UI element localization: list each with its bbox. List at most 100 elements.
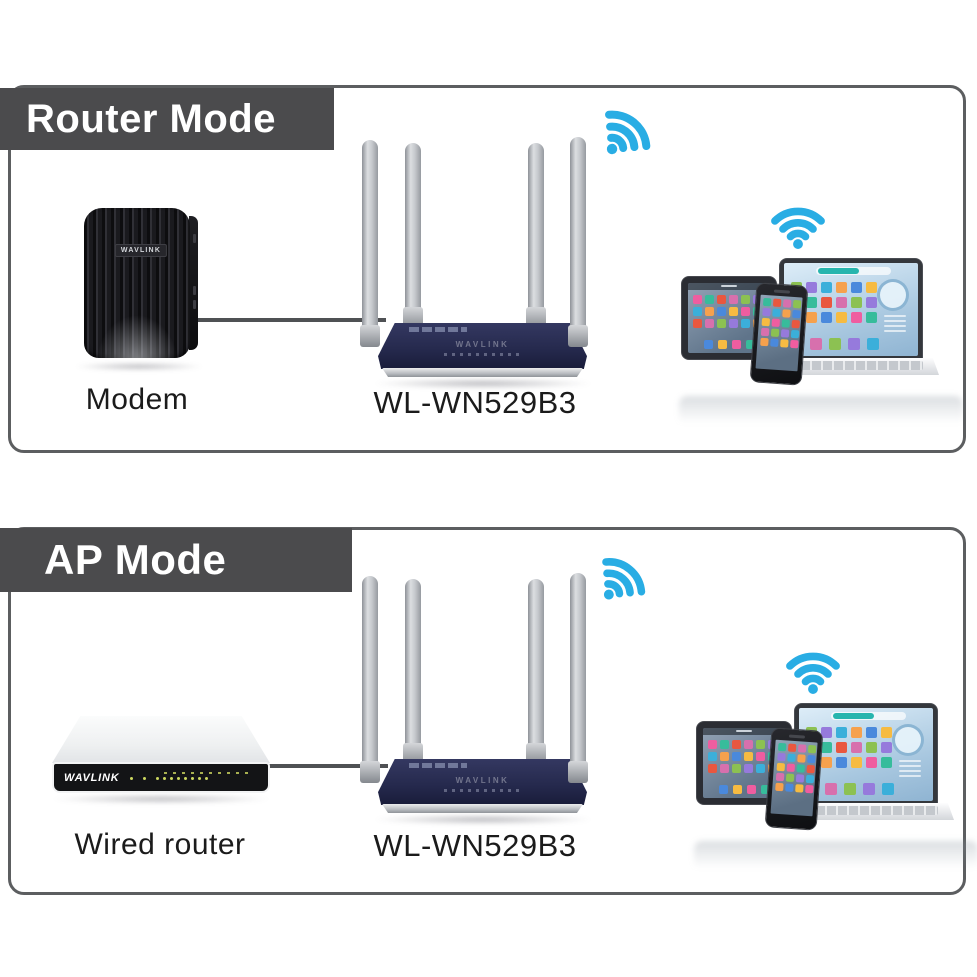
phone-app-grid <box>775 742 817 794</box>
app-icon <box>851 757 862 768</box>
app-icon <box>882 783 894 795</box>
phone-speaker <box>788 734 806 739</box>
app-icon <box>790 329 800 339</box>
app-icon <box>770 328 780 337</box>
router-antenna <box>528 579 544 747</box>
router-antenna <box>570 137 586 344</box>
modem-side-panel <box>189 216 198 350</box>
app-icon <box>797 754 806 763</box>
app-icon <box>863 783 875 795</box>
modem-device: WAVLINK <box>84 208 198 368</box>
app-icon <box>866 757 877 768</box>
app-icon <box>760 785 770 794</box>
keyboard-keys <box>794 806 938 815</box>
app-icon <box>744 752 753 761</box>
wifi-signal-icon <box>575 529 672 625</box>
phone-speaker <box>773 289 791 294</box>
app-icon <box>741 319 750 328</box>
app-icon <box>807 754 816 764</box>
laptop-text-lines <box>899 760 921 780</box>
app-icon <box>785 773 795 782</box>
app-icon <box>756 752 765 761</box>
app-icon <box>760 337 769 347</box>
app-icon <box>708 764 717 773</box>
modem-port <box>193 286 196 295</box>
app-icon <box>732 785 742 794</box>
antenna-hinge <box>568 761 588 783</box>
app-icon <box>881 742 892 753</box>
modem-label: Modem <box>85 383 189 416</box>
smartphone-device <box>764 727 824 831</box>
app-icon <box>717 295 726 304</box>
app-icon <box>787 753 796 763</box>
app-icon <box>851 742 862 753</box>
app-icon <box>772 308 781 318</box>
router-shadow <box>372 378 594 389</box>
app-icon <box>881 727 892 738</box>
app-icon <box>771 318 781 328</box>
app-icon <box>836 312 847 323</box>
wifi-router-device: WAVLINK <box>360 573 594 829</box>
app-icon <box>844 783 856 795</box>
app-icon <box>867 338 879 350</box>
wifi-signal-icon <box>577 80 679 180</box>
wifi-router-device: WAVLINK <box>360 137 594 393</box>
app-icon <box>851 297 862 308</box>
app-icon <box>836 297 847 308</box>
app-icon <box>797 744 807 753</box>
app-icon <box>720 740 729 749</box>
app-icon <box>732 764 741 773</box>
antenna-hinge <box>568 325 588 347</box>
app-icon <box>729 319 738 328</box>
app-icon <box>851 282 862 293</box>
app-icon <box>744 764 753 773</box>
app-icon <box>866 297 877 308</box>
app-icon <box>741 307 750 316</box>
tablet-app-grid <box>693 295 762 328</box>
app-icon <box>836 757 847 768</box>
app-icon <box>821 312 832 323</box>
app-icon <box>790 339 799 349</box>
app-icon <box>805 784 814 794</box>
app-icon <box>777 752 786 762</box>
tablet-app-grid <box>708 740 777 773</box>
tablet-dock <box>703 785 785 794</box>
app-icon <box>782 299 792 308</box>
app-icon <box>772 298 782 308</box>
wired-connection-line <box>262 764 388 768</box>
router-base <box>382 368 583 377</box>
router-brand-label: WAVLINK <box>455 339 510 349</box>
app-icon <box>821 742 832 753</box>
app-icon <box>729 295 738 304</box>
phone-screen <box>770 739 818 817</box>
router-mode-banner: Router Mode <box>0 88 334 150</box>
router-body: WAVLINK <box>378 759 587 805</box>
app-icon <box>782 309 791 318</box>
clock-text <box>721 285 737 287</box>
router-body: WAVLINK <box>378 323 587 369</box>
app-icon <box>705 295 714 304</box>
app-icon <box>708 740 717 749</box>
router-model-label: WL-WN529B3 <box>373 385 577 420</box>
app-icon <box>741 295 750 304</box>
modem-body <box>84 208 190 358</box>
app-icon <box>821 282 832 293</box>
app-icon <box>756 764 765 773</box>
router-top-print <box>409 327 468 333</box>
app-icon <box>780 329 790 338</box>
router-model-label: WL-WN529B3 <box>373 828 577 863</box>
modem-port <box>193 234 196 243</box>
app-icon <box>775 782 784 792</box>
app-icon <box>866 727 877 738</box>
app-icon <box>770 338 779 347</box>
smartphone-device <box>749 282 809 386</box>
app-icon <box>787 743 797 753</box>
wired-router-port-labels <box>164 772 250 774</box>
app-icon <box>821 727 832 738</box>
app-icon <box>807 744 817 754</box>
app-icon <box>866 312 877 323</box>
clock-widget <box>877 279 909 311</box>
devices-reflection <box>694 841 977 873</box>
app-icon <box>848 338 860 350</box>
router-led-row <box>443 789 522 793</box>
